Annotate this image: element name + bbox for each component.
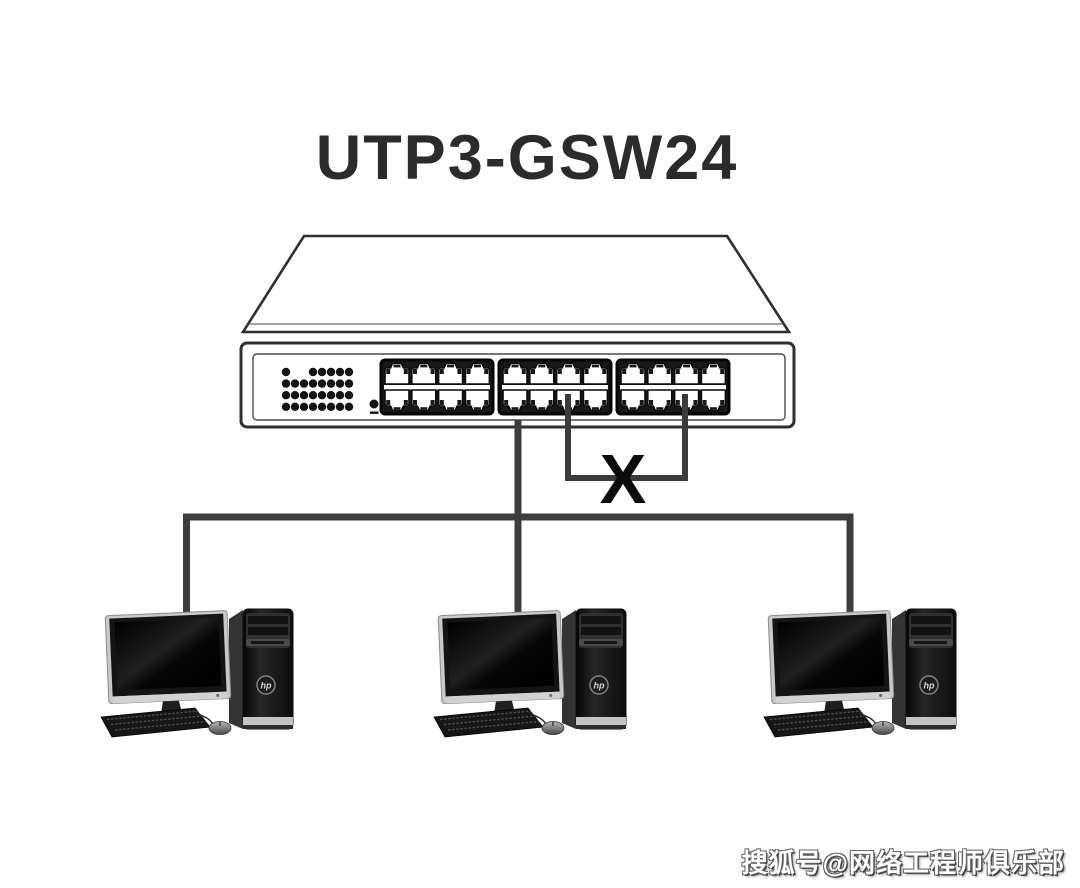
computer-icon-center — [433, 608, 627, 738]
rj45-port — [620, 362, 646, 385]
led-dot — [335, 391, 345, 400]
led-dot — [308, 391, 318, 400]
watermark: 搜狐号@网络工程师俱乐部 — [741, 848, 1065, 878]
led-dot — [299, 391, 309, 400]
led-dot — [326, 402, 336, 411]
led-dot — [317, 402, 327, 411]
loop-cable — [565, 394, 688, 481]
led-dot — [317, 391, 327, 400]
rj45-port — [647, 389, 673, 412]
rj45-port — [502, 362, 528, 385]
power-led-dash — [370, 411, 379, 414]
rj45-port — [620, 389, 646, 412]
port-group — [379, 358, 495, 416]
rj45-port — [647, 362, 673, 385]
rj45-port — [411, 362, 437, 385]
rj45-port — [700, 362, 727, 385]
rj45-port — [700, 389, 727, 412]
rj45-port — [464, 362, 491, 385]
led-dot — [308, 367, 318, 377]
rj45-port — [437, 389, 464, 412]
led-dot — [308, 379, 318, 388]
rj45-port — [502, 389, 528, 412]
rj45-port — [464, 389, 491, 412]
port-group — [615, 358, 731, 416]
led-dot — [299, 379, 309, 388]
rj45-port — [384, 389, 410, 412]
power-led — [369, 399, 379, 409]
rj45-port — [529, 389, 555, 412]
rj45-port — [529, 362, 555, 385]
computer-icon-left — [100, 608, 294, 738]
rj45-port — [555, 362, 582, 385]
led-dot — [281, 367, 291, 377]
page-title: UTP3-GSW24 — [315, 123, 739, 193]
ethernet-switch-icon — [239, 234, 796, 429]
rj45-port — [673, 362, 700, 385]
led-dot — [326, 379, 336, 388]
port-groups — [379, 358, 731, 416]
led-dot — [281, 379, 291, 388]
loop-blocked-x-mark: X — [600, 440, 647, 518]
led-dot — [299, 402, 309, 411]
led-dot — [326, 391, 336, 400]
led-dot — [317, 379, 327, 388]
rj45-port — [411, 389, 437, 412]
led-dot — [290, 402, 300, 411]
rj45-port — [384, 362, 410, 385]
led-dot — [344, 379, 354, 388]
led-dot — [335, 379, 345, 388]
rj45-port — [582, 389, 609, 412]
led-dot — [335, 402, 345, 411]
led-dot — [335, 367, 345, 377]
led-dot — [281, 402, 291, 411]
network-cables — [183, 420, 854, 618]
led-grid — [281, 367, 354, 411]
port-group — [497, 358, 613, 416]
led-dot — [317, 367, 327, 377]
led-dot — [344, 367, 354, 377]
led-dot — [308, 402, 318, 411]
switch-top-panel — [240, 234, 792, 334]
rj45-port — [582, 362, 609, 385]
led-dot — [344, 391, 354, 400]
computer-icon-right — [763, 608, 957, 738]
led-dot — [290, 379, 300, 388]
led-dot — [326, 367, 336, 377]
led-dot — [290, 391, 300, 400]
led-dot — [344, 402, 354, 411]
led-dot — [281, 391, 291, 400]
rj45-port — [437, 362, 464, 385]
